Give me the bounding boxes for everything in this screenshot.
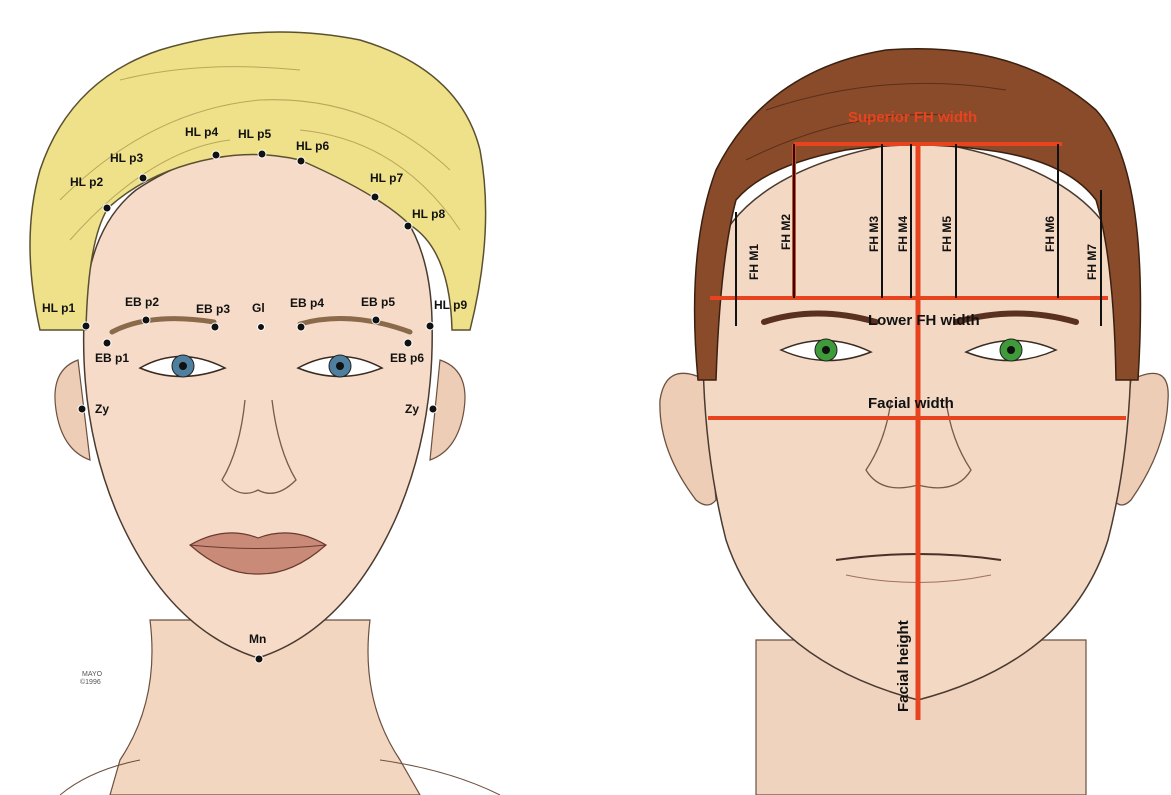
point-mn (255, 655, 263, 663)
point-zy-left (78, 405, 86, 413)
label-superior-fh-width: Superior FH width (848, 109, 977, 126)
point-hl-p5 (258, 150, 266, 158)
point-zy-right (429, 405, 437, 413)
label-hl-p9: HL p9 (434, 298, 467, 312)
label-eb-p3: EB p3 (196, 302, 230, 316)
male-face-measurement-illustration: Superior FH width Lower FH width Facial … (586, 0, 1171, 795)
label-hl-p2: HL p2 (70, 175, 103, 189)
point-eb-p4 (297, 323, 305, 331)
label-hl-p3: HL p3 (110, 151, 143, 165)
copyright-mark-line1: MAYO (82, 671, 103, 678)
label-zy-right: Zy (405, 402, 419, 416)
point-hl-p9 (426, 322, 434, 330)
face-outline (84, 150, 433, 658)
label-eb-p4: EB p4 (290, 296, 324, 310)
label-fh-m3: FH M3 (867, 216, 881, 252)
label-fh-m1: FH M1 (747, 244, 761, 280)
point-hl-p4 (212, 151, 220, 159)
label-hl-p4: HL p4 (185, 125, 218, 139)
point-hl-p8 (404, 222, 412, 230)
point-hl-p2 (103, 204, 111, 212)
label-fh-m5: FH M5 (940, 216, 954, 252)
label-zy-left: Zy (95, 402, 109, 416)
point-eb-p5 (372, 316, 380, 324)
male-face-drawing: Superior FH width Lower FH width Facial … (586, 0, 1171, 795)
point-eb-p1 (103, 339, 111, 347)
point-hl-p6 (297, 157, 305, 165)
label-fh-m2: FH M2 (779, 214, 793, 250)
female-face-drawing: HL p1 HL p2 HL p3 HL p4 HL p5 HL p6 HL p… (0, 0, 585, 795)
label-mn: Mn (249, 632, 266, 646)
label-hl-p7: HL p7 (370, 171, 403, 185)
label-fh-m7: FH M7 (1085, 244, 1099, 280)
label-hl-p1: HL p1 (42, 301, 75, 315)
label-eb-p2: EB p2 (125, 295, 159, 309)
label-gl: Gl (252, 301, 265, 315)
point-hl-p3 (139, 174, 147, 182)
label-eb-p1: EB p1 (95, 351, 129, 365)
point-eb-p6 (404, 339, 412, 347)
point-eb-p3 (211, 323, 219, 331)
point-hl-p7 (371, 193, 379, 201)
label-hl-p5: HL p5 (238, 127, 271, 141)
label-lower-fh-width: Lower FH width (868, 312, 980, 329)
label-fh-m6: FH M6 (1043, 216, 1057, 252)
label-eb-p6: EB p6 (390, 351, 424, 365)
point-eb-p2 (142, 316, 150, 324)
label-fh-m4: FH M4 (896, 216, 910, 252)
female-face-landmark-illustration: HL p1 HL p2 HL p3 HL p4 HL p5 HL p6 HL p… (0, 0, 585, 795)
label-eb-p5: EB p5 (361, 295, 395, 309)
point-gl (258, 324, 265, 331)
label-hl-p8: HL p8 (412, 207, 445, 221)
label-hl-p6: HL p6 (296, 139, 329, 153)
copyright-mark-line2: ©1996 (80, 678, 101, 686)
point-hl-p1 (82, 322, 90, 330)
label-facial-width: Facial width (868, 395, 954, 412)
label-facial-height: Facial height (895, 620, 912, 712)
